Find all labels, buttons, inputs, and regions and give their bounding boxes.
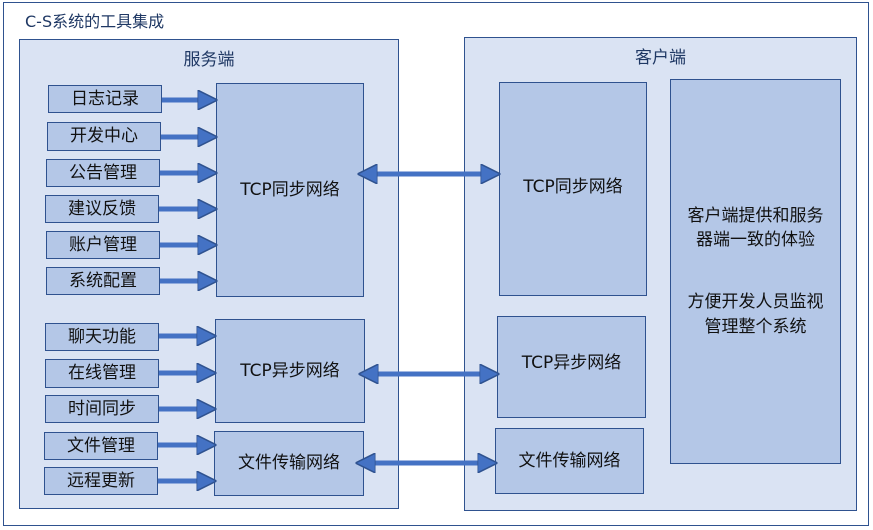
client-tcp-async[interactable]: TCP异步网络 (497, 316, 646, 418)
client-file-transfer[interactable]: 文件传输网络 (495, 428, 644, 494)
module-remote-update[interactable]: 远程更新 (44, 467, 158, 495)
module-chat[interactable]: 聊天功能 (45, 323, 159, 351)
description-line-1: 客户端提供和服务器端一致的体验 (687, 205, 824, 251)
client-panel-title: 客户端 (635, 48, 686, 68)
server-tcp-async[interactable]: TCP异步网络 (215, 319, 365, 423)
module-file-mgmt[interactable]: 文件管理 (44, 432, 158, 460)
module-feedback[interactable]: 建议反馈 (45, 195, 159, 223)
server-file-transfer[interactable]: 文件传输网络 (214, 431, 364, 496)
server-panel-title: 服务端 (183, 50, 235, 70)
description-line-2: 方便开发人员监视管理整个系统 (687, 292, 824, 337)
module-account[interactable]: 账户管理 (46, 231, 160, 259)
module-time-sync[interactable]: 时间同步 (45, 395, 159, 423)
module-dev-center[interactable]: 开发中心 (47, 122, 161, 151)
module-online[interactable]: 在线管理 (45, 359, 159, 388)
module-sys-config[interactable]: 系统配置 (46, 267, 160, 295)
diagram-title: C-S系统的工具集成 (25, 12, 165, 31)
server-tcp-sync[interactable]: TCP同步网络 (216, 83, 364, 297)
module-log[interactable]: 日志记录 (48, 85, 162, 113)
client-tcp-sync[interactable]: TCP同步网络 (499, 82, 647, 296)
client-description: 客户端提供和服务器端一致的体验 方便开发人员监视管理整个系统 (670, 79, 841, 464)
module-announcement[interactable]: 公告管理 (46, 159, 160, 187)
